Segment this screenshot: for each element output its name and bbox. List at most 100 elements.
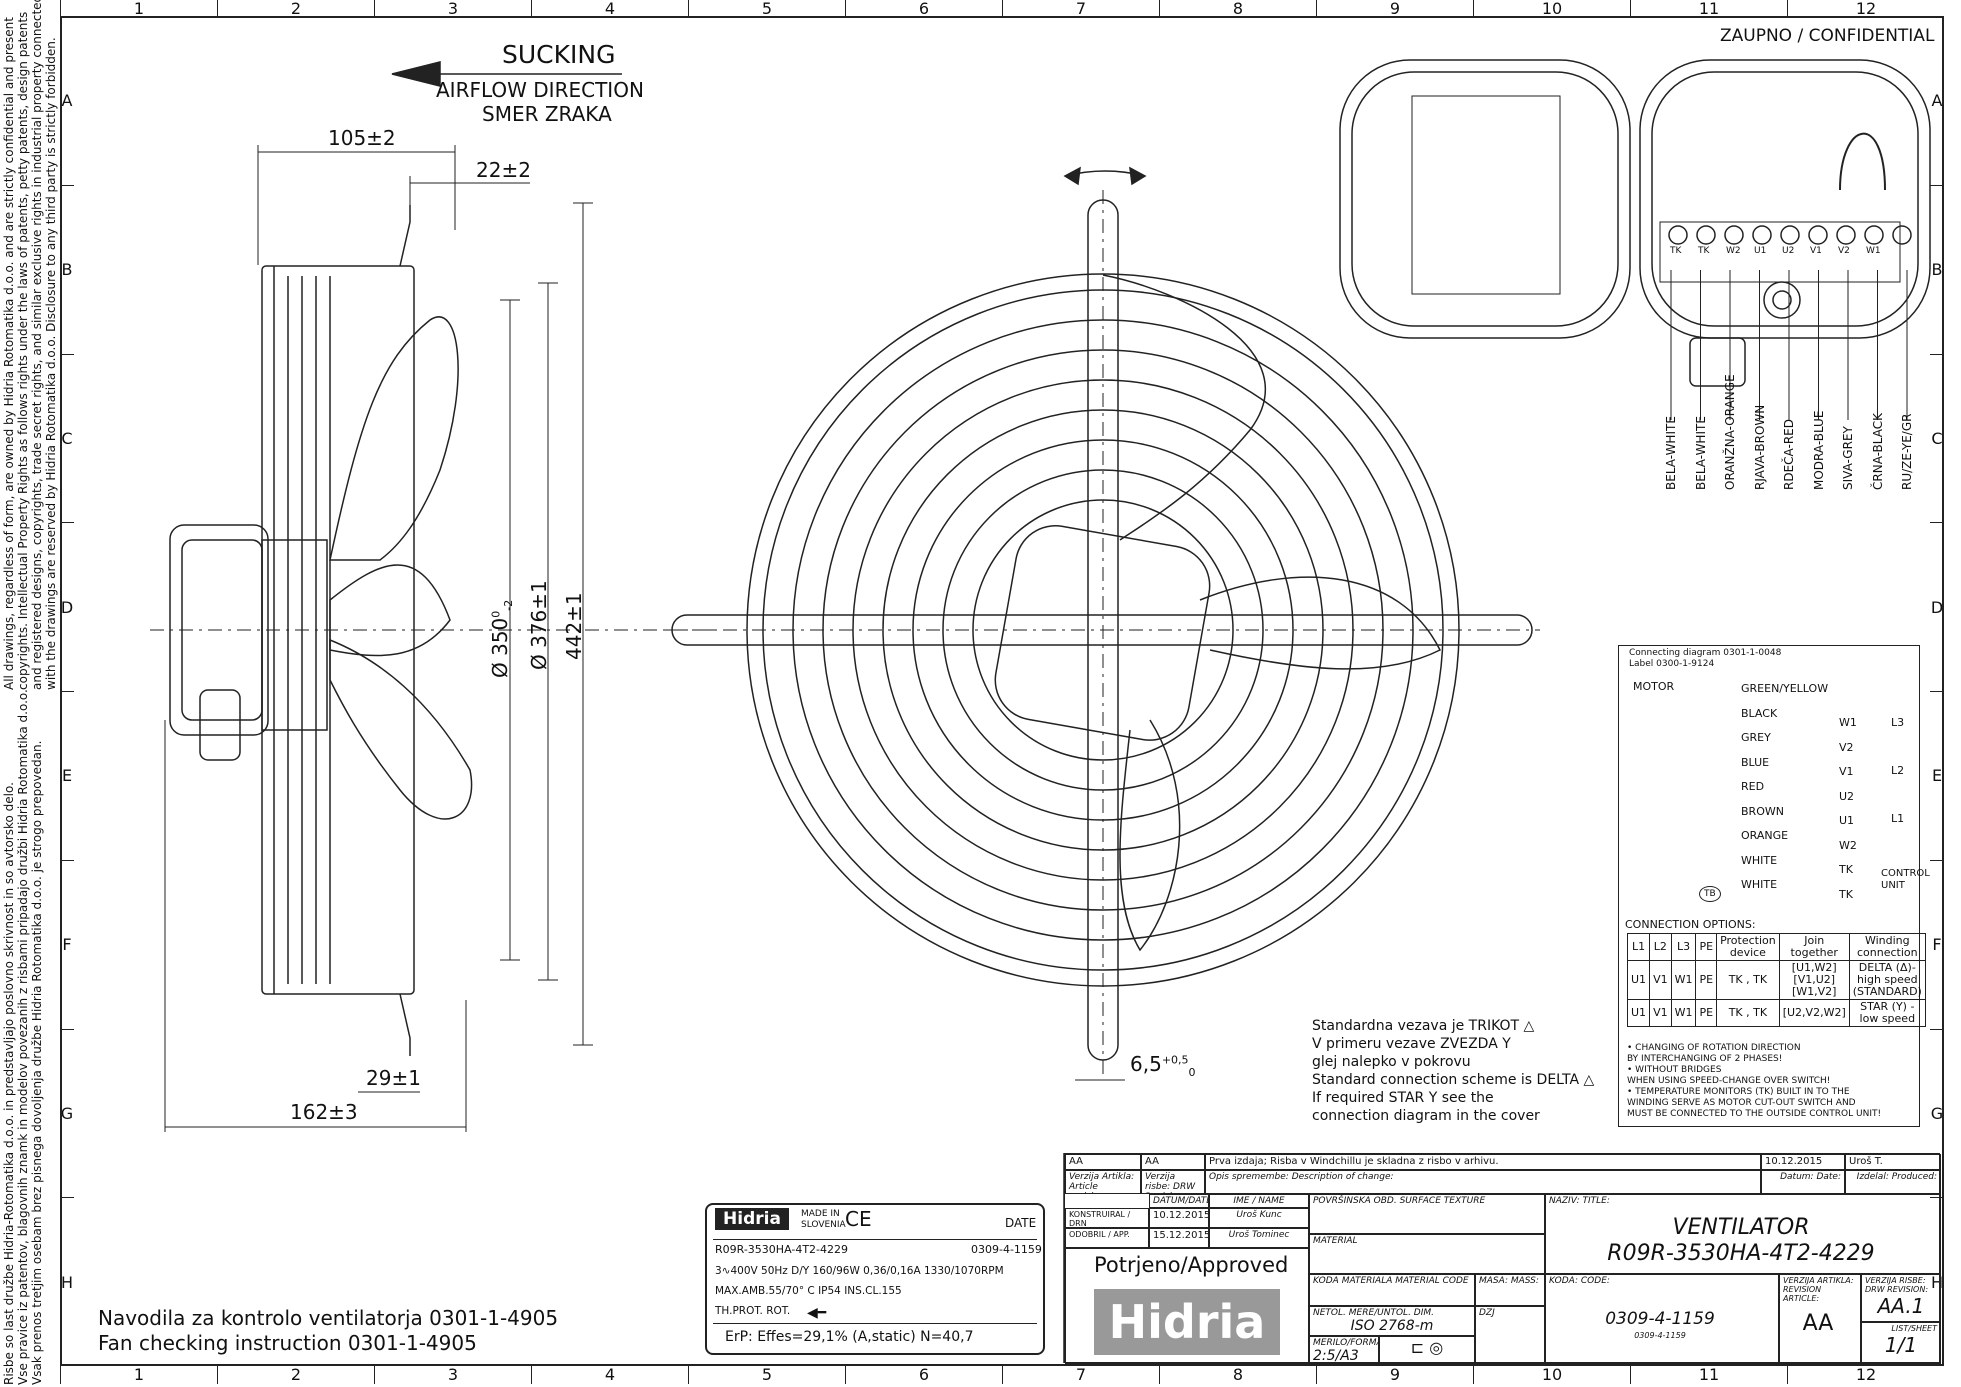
- zone-row-label: G: [1930, 1028, 1944, 1198]
- connection-diagram: Connecting diagram 0301-1-0048 Label 030…: [1618, 645, 1930, 1127]
- wire-color-label: MODRA-BLUE: [1811, 410, 1826, 490]
- tb-mass: MASA: MASS:: [1475, 1274, 1545, 1306]
- tb-code-label: KODA: CODE:: [1549, 1276, 1610, 1286]
- zone-column-label: 2: [217, 1366, 374, 1384]
- terminal-screw: [1836, 225, 1856, 245]
- conn-wire-name: BROWN: [1741, 804, 1784, 818]
- dim-6-5-value: 6,5: [1130, 1052, 1162, 1076]
- conn-motor: MOTOR: [1633, 680, 1675, 693]
- zone-row-label: C: [60, 353, 74, 523]
- label-spec-electrical: 3∿400V 50Hz D/Y 160/96W 0,36/0,16A 1330/…: [715, 1265, 1004, 1277]
- terminal-box-views: [1339, 59, 1931, 387]
- zone-row-label: H: [60, 1197, 74, 1366]
- dim-376: Ø 376±1: [527, 580, 551, 670]
- terminal-label: TK: [1698, 246, 1710, 256]
- instruction-en: Fan checking instruction 0301-1-4905: [98, 1331, 477, 1355]
- standard-note-line: Standardna vezava je TRIKOT △: [1312, 1018, 1535, 1034]
- terminal-label: V2: [1838, 246, 1850, 256]
- terminal-label: W1: [1866, 246, 1881, 256]
- conn-note-line: • CHANGING OF ROTATION DIRECTION: [1627, 1043, 1801, 1053]
- conn-note-line: • WITHOUT BRIDGES: [1627, 1065, 1722, 1075]
- conn-tb: TB: [1699, 886, 1721, 902]
- zone-row-label: E: [60, 691, 74, 860]
- tb-header-article-rev: Verzija Artikla: Article revision:: [1065, 1170, 1141, 1194]
- conn-wire-name: BLACK: [1741, 706, 1778, 720]
- wire-color-label: ČRNA-BLACK: [1870, 413, 1885, 490]
- wire-color-label: RU/ZE-YE/GR: [1900, 413, 1914, 490]
- airflow-sucking: SUCKING: [502, 40, 616, 69]
- label-brand-logo: Hidria: [715, 1208, 789, 1230]
- terminal-label: TK: [1670, 246, 1682, 256]
- dim-442: 442±1: [562, 592, 586, 660]
- tb-untol-dims: NETOL. MERE/UNTOL. DIM. ISO 2768-m: [1309, 1306, 1475, 1336]
- dim-6-5: 6,5+0,50: [1130, 1052, 1196, 1079]
- tb-article-rev-label: VERZIJA ARTIKLA: REVISION ARTICLE:: [1783, 1276, 1854, 1303]
- tb-scale: MERILO/FORMAT 2:5/A3: [1309, 1336, 1379, 1364]
- tb-sheet-label: LIST/SHEET: [1891, 1324, 1937, 1333]
- rotation-arrow-icon: ◀━: [807, 1305, 827, 1321]
- zone-row-label: D: [1930, 522, 1944, 691]
- zone-column-label: 9: [1316, 1366, 1473, 1384]
- zone-column-label: 4: [531, 1366, 688, 1384]
- conn-table-cell: W1: [1670, 999, 1697, 1027]
- zone-column-label: 6: [845, 1366, 1002, 1384]
- standard-note-line: V primeru vezave ZVEZDA Y: [1312, 1036, 1511, 1052]
- conn-terminal-name: V2: [1839, 740, 1854, 754]
- terminal-screw: [1696, 225, 1716, 245]
- conn-terminal-name: V1: [1839, 765, 1854, 778]
- conn-note-line: BY INTERCHANGING OF 2 PHASES!: [1627, 1054, 1783, 1064]
- conn-wire-name: WHITE: [1741, 878, 1778, 891]
- conn-line-l2: L2: [1891, 764, 1905, 777]
- standard-note-line: If required STAR Y see the: [1312, 1090, 1494, 1106]
- conn-wire-name: RED: [1741, 780, 1765, 793]
- conn-note-line: WINDING SERVE AS MOTOR CUT-OUT SWITCH AN…: [1627, 1098, 1856, 1108]
- conn-control: CONTROL: [1881, 868, 1930, 879]
- wire-color-label: BELA-WHITE: [1693, 416, 1708, 490]
- conn-terminal-name: TK: [1839, 863, 1853, 876]
- dim-6-5-tol-top: +0,5: [1161, 1053, 1189, 1067]
- tb-drawn-date: 10.12.2015: [1149, 1208, 1209, 1228]
- conn-terminal-name: U1: [1839, 814, 1855, 827]
- label-divider: [713, 1239, 1037, 1240]
- dim-350-value: Ø 350: [488, 617, 512, 678]
- tb-header-date: Datum: Date:: [1761, 1170, 1845, 1194]
- tb-drawing-revision: VERZIJA RISBE: DRW REVISION: AA.1: [1861, 1274, 1941, 1322]
- terminal-screws: [1668, 225, 1912, 245]
- conn-unit: UNIT: [1881, 880, 1905, 891]
- conn-table-cell: Winding connection: [1848, 933, 1926, 961]
- conn-table-cell: STAR (Y) - low speed: [1848, 999, 1926, 1027]
- tb-header-name: IME / NAME: [1209, 1194, 1309, 1208]
- tb-rev-article: AA: [1065, 1154, 1141, 1170]
- standard-note-line: connection diagram in the cover: [1312, 1108, 1540, 1124]
- tb-drw-rev-value: AA.1: [1877, 1294, 1925, 1318]
- tb-approved-name: Uroš Tominec: [1209, 1228, 1309, 1248]
- conn-table-cell: [U1,W2] [V1,U2] [W1,V2]: [1778, 960, 1850, 1000]
- conn-table-cell: L3: [1670, 933, 1697, 961]
- zone-row-label: B: [60, 184, 74, 354]
- label-slovenia: SLOVENIA: [801, 1220, 846, 1230]
- rating-label: Hidria MADE IN SLOVENIA CE DATE R09R-353…: [705, 1203, 1045, 1355]
- conn-note-line: • TEMPERATURE MONITORS (TK) BUILT IN TO …: [1627, 1087, 1850, 1097]
- terminal-screw: [1724, 225, 1744, 245]
- conn-table-cell: PE: [1695, 999, 1718, 1027]
- tb-untol-label: NETOL. MERE/UNTOL. DIM.: [1313, 1308, 1435, 1318]
- tb-sheet-value: 1/1: [1884, 1333, 1918, 1357]
- tb-drawn-label: KONSTRUIRAL / DRN: [1065, 1208, 1149, 1228]
- fan-front-view: [665, 166, 1540, 1075]
- zone-row-label: G: [60, 1028, 74, 1198]
- standard-note-line: glej nalepko v pokrovu: [1312, 1054, 1471, 1070]
- tb-surface-texture: POVRŠINSKA OBD. SURFACE TEXTURE: [1309, 1194, 1545, 1234]
- zone-column-label: 11: [1630, 1366, 1787, 1384]
- zone-column-label: 3: [374, 0, 531, 18]
- conn-terminal-name: W2: [1839, 838, 1857, 852]
- conn-table-cell: L2: [1649, 933, 1672, 961]
- tb-material: MATERIAL: [1309, 1234, 1545, 1274]
- conn-options-title: CONNECTION OPTIONS:: [1625, 918, 1756, 931]
- zone-column-label: 12: [1787, 1366, 1944, 1384]
- conn-table-cell: U1: [1626, 960, 1651, 1000]
- zone-column-label: 8: [1159, 0, 1316, 18]
- standard-note-line: Standard connection scheme is DELTA △: [1312, 1072, 1595, 1088]
